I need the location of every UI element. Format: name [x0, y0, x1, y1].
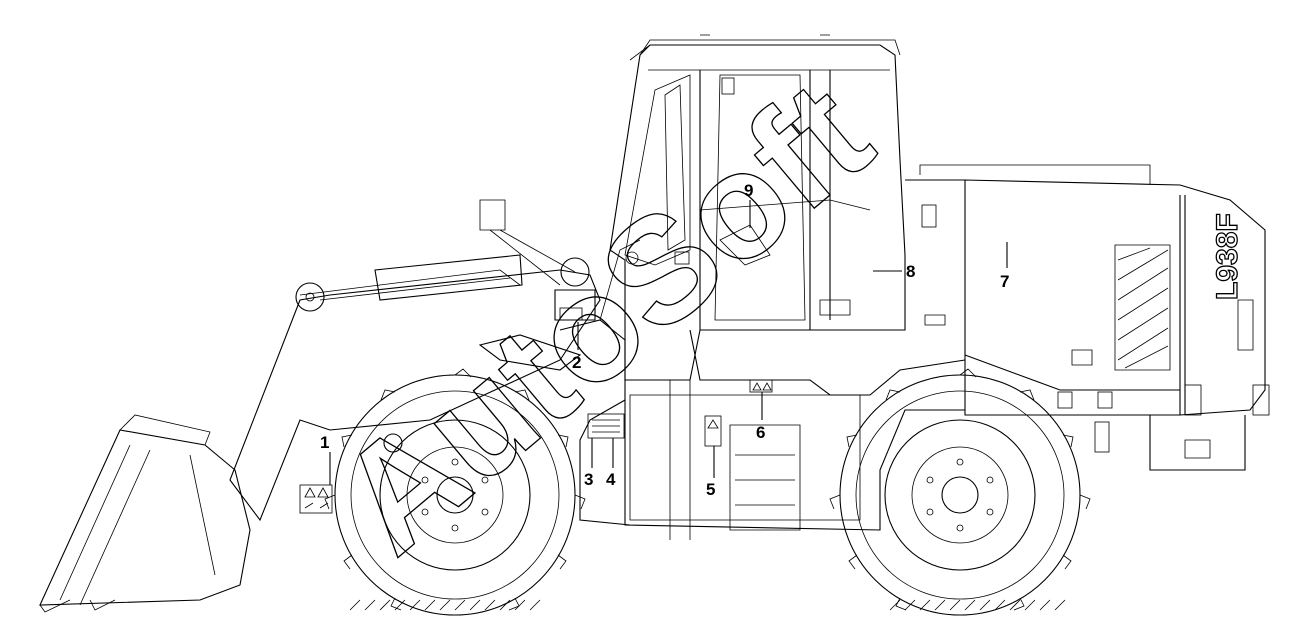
front-wheel	[324, 368, 586, 616]
model-text: L938F	[1211, 213, 1244, 300]
decal-5	[704, 415, 722, 447]
engine-hood	[905, 164, 1266, 471]
callout-7: 7	[1000, 272, 1009, 291]
callout-leaders	[329, 200, 1008, 485]
operator-cab	[609, 34, 906, 381]
callout-3: 3	[584, 470, 593, 489]
rear-wheel	[829, 368, 1091, 616]
lift-arm	[229, 199, 601, 522]
decal-2	[559, 307, 583, 321]
watermark: AutoSoft	[308, 49, 901, 585]
decal-3-4	[587, 413, 625, 439]
decal-6	[749, 379, 773, 393]
callout-6: 6	[756, 423, 765, 442]
decal-cab	[674, 77, 937, 265]
ground-hatch	[349, 599, 1066, 611]
callout-9: 9	[744, 181, 753, 200]
bucket	[39, 414, 251, 613]
callout-8: 8	[906, 262, 915, 281]
decal-1	[299, 484, 333, 514]
callout-5: 5	[706, 480, 715, 499]
callout-4: 4	[606, 470, 616, 489]
decal-rear-1	[1057, 384, 1270, 453]
callout-2: 2	[572, 353, 581, 372]
callout-1: 1	[320, 433, 329, 452]
center-frame	[624, 299, 966, 540]
front-frame	[559, 239, 641, 526]
